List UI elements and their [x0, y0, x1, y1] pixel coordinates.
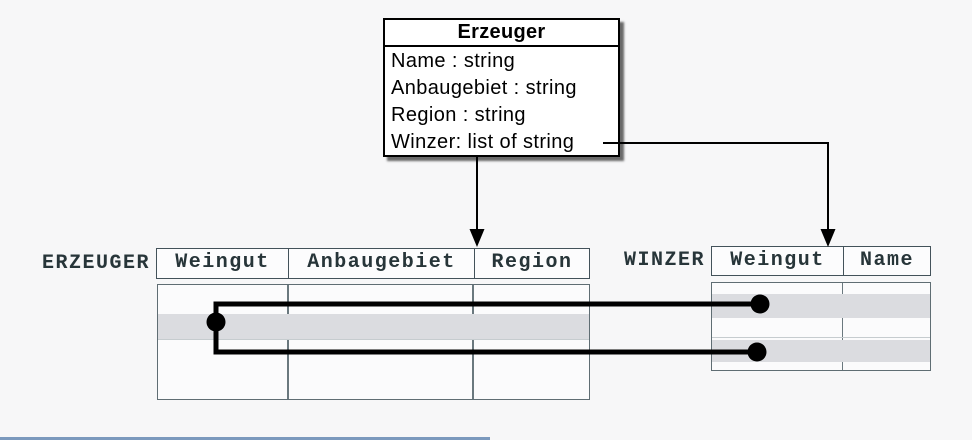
winzer-header-row: Weingut Name: [711, 246, 931, 276]
erzeuger-table-body: [157, 284, 590, 400]
winzer-column-divider: [841, 283, 843, 370]
winzer-row-border: [712, 337, 930, 338]
winzer-table-body: [711, 282, 931, 371]
winzer-column-weingut: Weingut: [730, 249, 825, 272]
erzeuger-column-divider-2: [472, 285, 474, 399]
class-title: Erzeuger: [385, 20, 618, 47]
erzeuger-highlighted-row: [158, 314, 589, 339]
arrow-winzer-attr-to-winzer: [603, 142, 829, 231]
winzer-table-label: WINZER: [623, 249, 705, 272]
class-attribute-anbaugebiet: Anbaugebiet : string: [391, 77, 577, 99]
bottom-accent-line: [0, 437, 490, 440]
arrowhead-down-icon: [820, 229, 836, 247]
erzeuger-header-row: Weingut Anbaugebiet Region: [156, 248, 590, 279]
erzeuger-column-anbaugebiet: Anbaugebiet: [288, 249, 474, 278]
winzer-highlighted-row-2: [712, 340, 930, 362]
winzer-highlighted-row-1: [712, 294, 930, 318]
winzer-column-name: Name: [843, 247, 930, 275]
erzeuger-column-region: Region: [474, 249, 589, 278]
class-attribute-region: Region : string: [391, 104, 526, 126]
class-attribute-winzer: Winzer: list of string: [391, 131, 575, 153]
erzeuger-column-divider-1: [287, 285, 289, 399]
uml-class-erzeuger: Erzeuger Name : string Anbaugebiet : str…: [383, 18, 620, 157]
erzeuger-column-weingut: Weingut: [175, 251, 270, 274]
erzeuger-table-label: ERZEUGER: [41, 252, 150, 275]
class-attribute-name: Name : string: [391, 50, 516, 72]
erzeuger-row-border: [158, 339, 589, 340]
class-attribute-list: Name : string Anbaugebiet : string Regio…: [385, 47, 618, 156]
arrowhead-down-icon: [469, 229, 485, 247]
